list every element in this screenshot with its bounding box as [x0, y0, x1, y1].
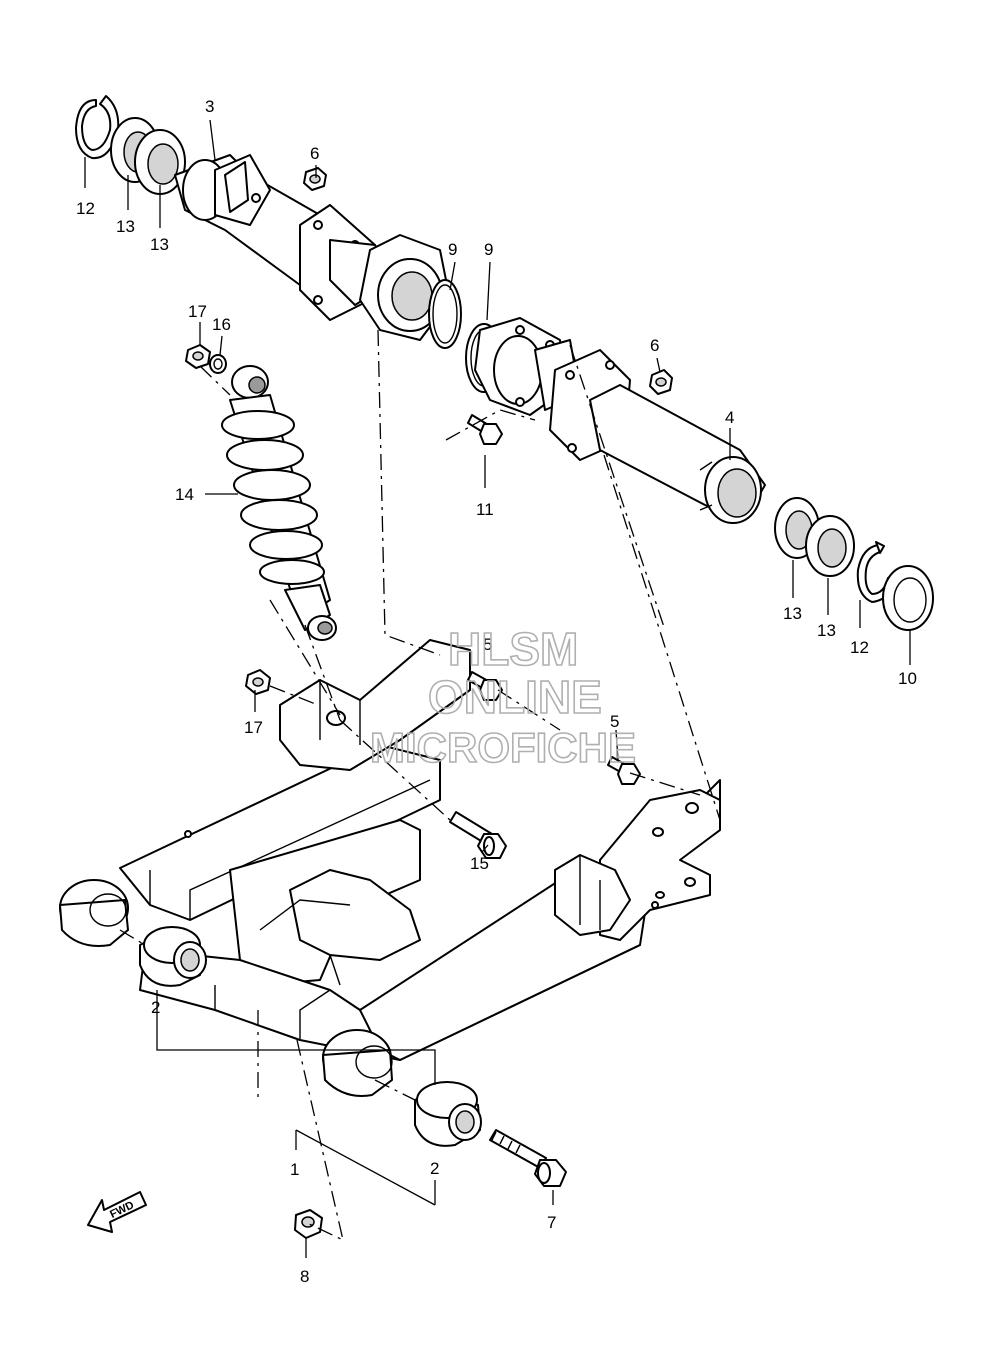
- callout-17-lower: 17: [244, 718, 263, 737]
- spindle-3: [75, 95, 462, 349]
- callout-3: 3: [205, 97, 214, 116]
- watermark-line-3: MICROFICHE: [370, 724, 636, 771]
- callout-11: 11: [476, 500, 494, 519]
- callout-13-a: 13: [116, 217, 135, 236]
- callout-6-right: 6: [650, 336, 659, 355]
- callout-13-c: 13: [783, 604, 802, 623]
- callout-16: 16: [212, 315, 231, 334]
- washer-16: [209, 354, 227, 374]
- leader-lines: [84, 119, 911, 1258]
- callout-4: 4: [725, 408, 734, 427]
- bushing-left: [139, 926, 207, 987]
- callout-13-d: 13: [817, 621, 836, 640]
- watermark: HLSM ONLINE MICROFICHE: [369, 622, 637, 772]
- assembly-lines: [119, 329, 721, 1242]
- bolt-5-right: [607, 756, 641, 785]
- callout-1: 1: [290, 1160, 299, 1179]
- callout-15: 15: [470, 854, 489, 873]
- callout-2-right: 2: [430, 1159, 439, 1178]
- shock-bolt-15: [449, 811, 507, 859]
- callout-5-left: 5: [483, 635, 492, 654]
- callout-9-left: 9: [448, 240, 457, 259]
- fwd-label: FWD: [108, 1199, 136, 1221]
- callout-5-right: 5: [610, 712, 619, 731]
- watermark-line-1: HLSM: [448, 623, 578, 675]
- callout-6-left: 6: [310, 144, 319, 163]
- callout-8: 8: [300, 1267, 309, 1286]
- callout-14: 14: [175, 485, 194, 504]
- shock-spring: [221, 410, 325, 585]
- bushing-right: [414, 1081, 482, 1147]
- nut-17-lower: [245, 669, 271, 695]
- rear-shock-absorber: [221, 365, 337, 641]
- callout-2-left: 2: [151, 998, 160, 1017]
- watermark-line-2: ONLINE: [428, 671, 602, 723]
- callout-7: 7: [547, 1213, 556, 1232]
- nut-17-top: [185, 344, 211, 369]
- callout-12-right: 12: [850, 638, 869, 657]
- callout-12-left: 12: [76, 199, 95, 218]
- forward-arrow: FWD: [87, 1191, 147, 1233]
- callout-10: 10: [898, 669, 917, 688]
- pivot-bolt: [489, 1129, 567, 1187]
- bolt-5-left: [467, 671, 503, 701]
- swingarm: [59, 639, 721, 1097]
- callout-13-b: 13: [150, 235, 169, 254]
- nut-8: [294, 1209, 323, 1239]
- callout-17-top: 17: [188, 302, 207, 321]
- spindle-4: [465, 317, 934, 631]
- callouts: 12 13 13 3 6 9 9 17 16 6 4 14 11 13 13 1…: [76, 97, 917, 1286]
- callout-9-right: 9: [484, 240, 493, 259]
